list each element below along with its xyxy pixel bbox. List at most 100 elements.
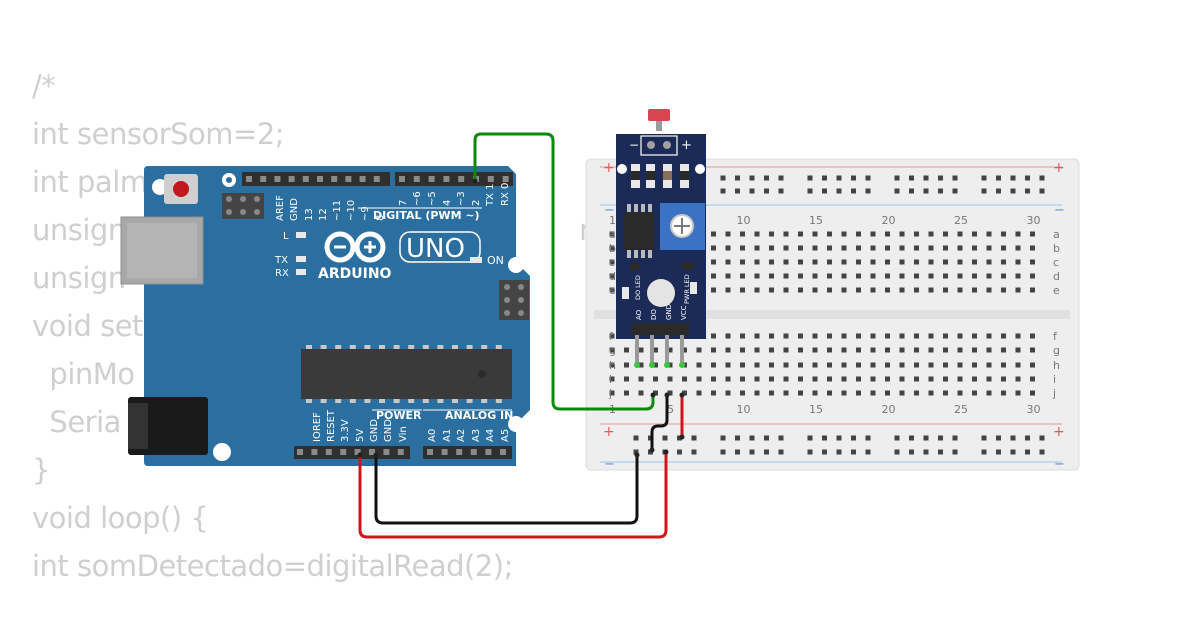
rail-hole[interactable] [764, 449, 769, 455]
rail-hole[interactable] [735, 449, 740, 455]
rail-hole[interactable] [851, 175, 856, 181]
breadboard-hole[interactable] [972, 245, 977, 251]
breadboard-hole[interactable] [841, 273, 847, 279]
breadboard-hole[interactable] [943, 231, 948, 237]
breadboard-hole[interactable] [827, 333, 832, 339]
rail-hole[interactable] [952, 435, 958, 441]
rail-hole[interactable] [691, 435, 697, 441]
breadboard-hole[interactable] [725, 347, 731, 353]
breadboard-hole[interactable] [725, 259, 731, 265]
breadboard-hole[interactable] [827, 273, 832, 279]
rail-hole[interactable] [981, 175, 987, 181]
breadboard-hole[interactable] [914, 362, 919, 368]
header-pin[interactable] [485, 449, 492, 455]
rail-hole[interactable] [952, 188, 958, 194]
breadboard-hole[interactable] [783, 231, 789, 237]
breadboard-hole[interactable] [841, 347, 847, 353]
rail-hole[interactable] [778, 449, 784, 455]
rail-hole[interactable] [996, 449, 1001, 455]
rail-hole[interactable] [865, 449, 871, 455]
breadboard-hole[interactable] [1030, 259, 1035, 265]
breadboard-hole[interactable] [943, 376, 948, 382]
header-pin[interactable] [317, 176, 323, 182]
breadboard-hole[interactable] [914, 376, 919, 382]
rail-hole[interactable] [1010, 188, 1016, 194]
breadboard-hole[interactable] [812, 287, 818, 293]
breadboard-hole[interactable] [725, 231, 731, 237]
breadboard-hole[interactable] [769, 287, 774, 293]
breadboard-hole[interactable] [986, 362, 992, 368]
rail-hole[interactable] [1025, 175, 1030, 181]
rail-hole[interactable] [909, 175, 914, 181]
breadboard-hole[interactable] [783, 333, 789, 339]
rail-hole[interactable] [894, 175, 900, 181]
breadboard-hole[interactable] [740, 287, 745, 293]
rail-hole[interactable] [822, 188, 827, 194]
breadboard-hole[interactable] [899, 259, 905, 265]
breadboard-hole[interactable] [783, 245, 789, 251]
breadboard-hole[interactable] [914, 273, 919, 279]
breadboard-hole[interactable] [914, 333, 919, 339]
breadboard-hole[interactable] [725, 245, 731, 251]
breadboard-hole[interactable] [696, 347, 702, 353]
rail-hole[interactable] [633, 435, 639, 441]
breadboard-hole[interactable] [711, 390, 716, 396]
breadboard-hole[interactable] [798, 376, 803, 382]
rail-hole[interactable] [851, 449, 856, 455]
breadboard-hole[interactable] [957, 376, 963, 382]
breadboard-hole[interactable] [899, 245, 905, 251]
breadboard-hole[interactable] [740, 390, 745, 396]
breadboard-hole[interactable] [870, 273, 876, 279]
breadboard-hole[interactable] [1001, 245, 1006, 251]
rail-hole[interactable] [778, 175, 784, 181]
header-pin[interactable] [369, 449, 375, 455]
breadboard-hole[interactable] [972, 362, 977, 368]
breadboard-hole[interactable] [783, 362, 789, 368]
header-pin[interactable] [340, 449, 347, 455]
breadboard-hole[interactable] [711, 245, 716, 251]
rail-hole[interactable] [981, 188, 987, 194]
breadboard-hole[interactable] [972, 347, 977, 353]
rail-hole[interactable] [1010, 175, 1016, 181]
breadboard-hole[interactable] [899, 376, 905, 382]
breadboard-hole[interactable] [653, 347, 658, 353]
rail-hole[interactable] [894, 435, 900, 441]
breadboard-hole[interactable] [798, 362, 803, 368]
breadboard-hole[interactable] [1015, 273, 1021, 279]
rail-hole[interactable] [1010, 449, 1016, 455]
breadboard-hole[interactable] [957, 273, 963, 279]
rail-hole[interactable] [836, 449, 842, 455]
rail-hole[interactable] [735, 435, 740, 441]
breadboard-hole[interactable] [667, 390, 673, 396]
breadboard-hole[interactable] [711, 347, 716, 353]
breadboard-hole[interactable] [856, 231, 861, 237]
header-pin[interactable] [325, 449, 332, 455]
breadboard-hole[interactable] [1030, 390, 1035, 396]
breadboard-hole[interactable] [711, 259, 716, 265]
rail-hole[interactable] [633, 449, 639, 455]
breadboard-hole[interactable] [725, 273, 731, 279]
breadboard-hole[interactable] [769, 390, 774, 396]
rail-hole[interactable] [764, 435, 769, 441]
header-pin[interactable] [470, 449, 477, 455]
rail-hole[interactable] [764, 188, 769, 194]
breadboard-hole[interactable] [667, 347, 673, 353]
breadboard-hole[interactable] [870, 362, 876, 368]
breadboard-hole[interactable] [957, 231, 963, 237]
rail-hole[interactable] [996, 175, 1001, 181]
header-pin[interactable] [413, 176, 420, 182]
rail-hole[interactable] [1025, 449, 1030, 455]
breadboard-hole[interactable] [943, 362, 948, 368]
breadboard-hole[interactable] [740, 259, 745, 265]
rail-hole[interactable] [749, 449, 755, 455]
rail-hole[interactable] [938, 188, 943, 194]
breadboard-hole[interactable] [943, 273, 948, 279]
breadboard-hole[interactable] [769, 362, 774, 368]
breadboard-hole[interactable] [1001, 259, 1006, 265]
rail-hole[interactable] [894, 188, 900, 194]
breadboard-hole[interactable] [754, 362, 760, 368]
breadboard-hole[interactable] [885, 287, 890, 293]
header-pin[interactable] [427, 449, 433, 455]
breadboard-hole[interactable] [609, 287, 615, 293]
rail-hole[interactable] [894, 449, 900, 455]
